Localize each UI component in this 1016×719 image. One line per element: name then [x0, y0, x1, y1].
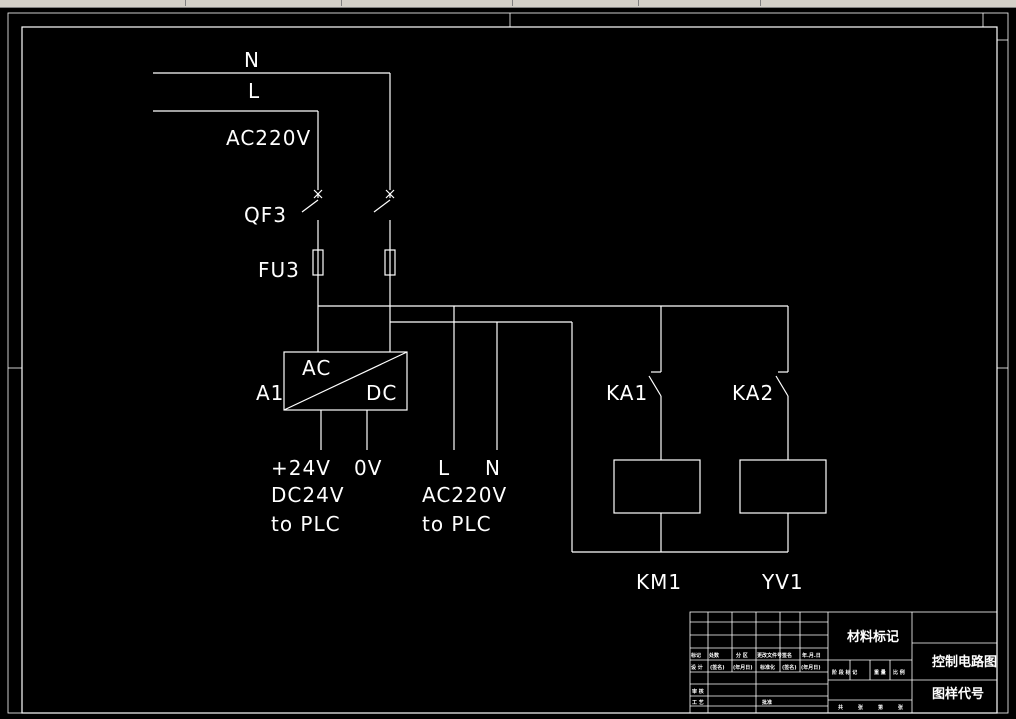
tb-row-b-5: (年月日): [801, 664, 821, 671]
tb-row-b-3: 标准化: [759, 664, 775, 671]
toolbar-segment[interactable]: [640, 0, 761, 6]
output-l-label: L: [438, 456, 450, 480]
output-dc-to-plc: to PLC: [271, 512, 341, 536]
tb-scale: 比 例: [893, 669, 905, 676]
supply-wiring: [153, 72, 391, 190]
power-supply-output-label: DC: [366, 381, 397, 405]
tb-row-a-5: 年.月.日: [802, 652, 821, 659]
title-block: [689, 611, 998, 714]
relay-contact-ka1: KA1: [606, 381, 648, 405]
output-ac-to-plc: to PLC: [422, 512, 492, 536]
tb-row-b-0: 设 计: [691, 664, 703, 671]
fuse-fu3: [312, 249, 396, 352]
drawing-code: 图样代号: [932, 686, 984, 702]
power-supply-input-label: AC: [302, 356, 331, 380]
tb-row-b-1: (签名): [710, 664, 725, 671]
material-mark: 材料标记: [847, 629, 899, 645]
tb-sheet-unit-1: 张: [858, 704, 864, 711]
supply-l-label: L: [248, 79, 260, 103]
tb-row-a-1: 处数: [708, 652, 720, 659]
drawing-title: 控制电路图: [932, 654, 997, 670]
tb-row-a-4: 签名: [781, 652, 792, 659]
relay-branch-ka1: [613, 306, 701, 552]
toolbar-segment[interactable]: [513, 0, 639, 6]
supply-voltage-label: AC220V: [226, 126, 311, 150]
toolbar-segment[interactable]: [186, 0, 342, 6]
output-dc24-label: DC24V: [271, 483, 345, 507]
toolbar-strip: [0, 0, 1016, 8]
relay-contact-ka2: KA2: [732, 381, 774, 405]
breaker-qf3: [301, 189, 395, 250]
relay-coil-yv1: YV1: [761, 570, 804, 594]
tb-row-a-0: 标记: [690, 652, 701, 659]
toolbar-segment[interactable]: [342, 0, 513, 6]
fuse-label: FU3: [258, 258, 300, 282]
tb-sheet-no: 第: [878, 704, 883, 711]
power-supply-label: A1: [256, 381, 284, 405]
power-supply-a1: [283, 351, 408, 450]
relay-coil-km1: KM1: [636, 570, 682, 594]
tb-row-b-4: (签名): [782, 664, 797, 671]
output-0v-label: 0V: [354, 456, 382, 480]
tb-approve: 批准: [762, 699, 772, 706]
tb-row-b-2: (年月日): [733, 664, 753, 671]
output-n-label: N: [485, 456, 501, 480]
toolbar-segment[interactable]: [0, 0, 186, 6]
tb-process: 工 艺: [692, 699, 704, 706]
sheet-border: [7, 12, 1009, 714]
tb-stage-mark: 阶 段 标 记: [832, 669, 857, 676]
bus-wiring: [318, 305, 788, 553]
tb-sheet-total: 共: [838, 704, 843, 711]
tb-weight: 重 量: [874, 669, 886, 676]
output-ac220-label: AC220V: [422, 483, 507, 507]
tb-sheet-unit-2: 张: [898, 704, 904, 711]
supply-n-label: N: [244, 48, 260, 72]
relay-branch-ka2: [739, 306, 827, 552]
output-plus24-label: +24V: [271, 456, 331, 480]
breaker-label: QF3: [244, 203, 287, 227]
tb-review: 审 核: [692, 688, 704, 695]
tb-row-a-3: 更改文件号: [757, 652, 782, 659]
tb-row-a-2: 分 区: [736, 652, 748, 659]
